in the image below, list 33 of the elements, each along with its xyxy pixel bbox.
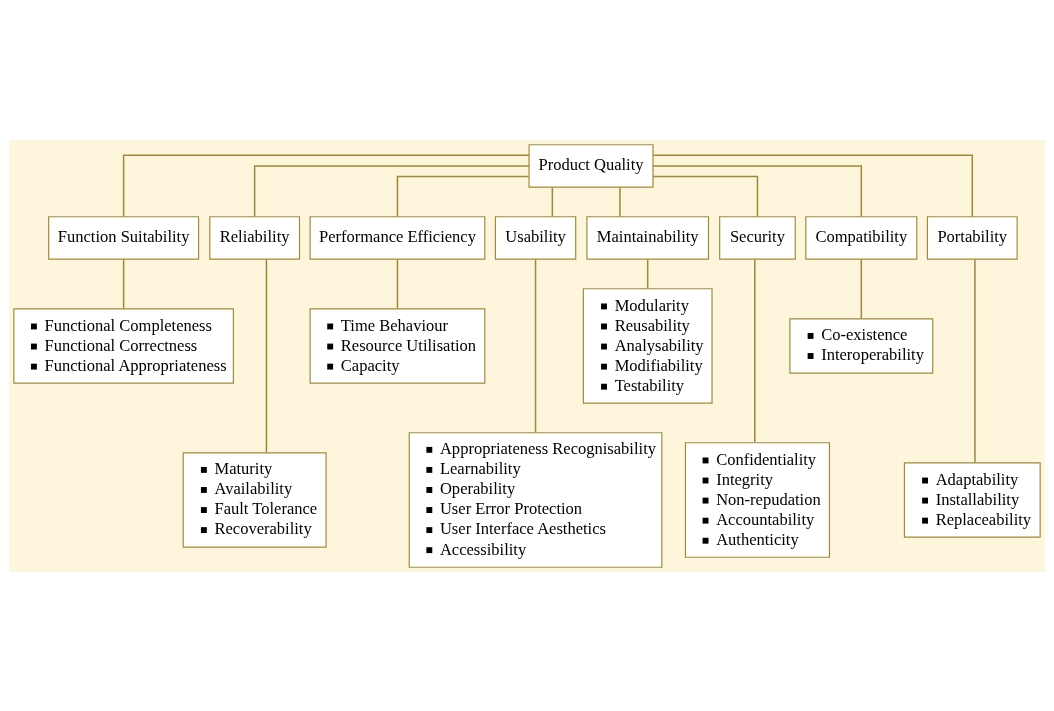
node-box: Performance Efficiency <box>309 215 486 260</box>
connector <box>652 175 759 217</box>
connector <box>396 175 530 217</box>
node-box: Appropriateness Recognisability Learnability Operability User Error Protection User Interface Aesthetics Accessibility <box>408 431 663 568</box>
node-box: Functional Completeness Functional Correctness Functional Appropriateness <box>13 307 234 384</box>
connector <box>860 258 863 319</box>
node-box: Security <box>719 215 796 260</box>
connector <box>754 258 756 443</box>
connector <box>253 164 530 217</box>
connector <box>122 154 530 217</box>
node-box: Portability <box>926 215 1018 260</box>
node-box: Co-existence Interoperability <box>789 317 934 374</box>
connector <box>646 258 649 289</box>
node-box: Confidentiality Integrity Non-repudation Accountability Authenticity <box>684 441 831 558</box>
connector <box>652 154 974 217</box>
node-box: Product Quality <box>528 143 654 188</box>
connector <box>396 258 399 309</box>
connector <box>551 186 554 217</box>
connector <box>652 164 863 217</box>
connector <box>534 258 537 433</box>
node-box: Time Behaviour Resource Utilisation Capacity <box>309 307 486 384</box>
connector <box>122 258 125 309</box>
node-box: Maturity Availability Fault Tolerance Recoverability <box>182 451 327 548</box>
node-box: Compatibility <box>805 215 918 260</box>
connector <box>265 258 268 453</box>
node-box: Function Suitability <box>48 215 200 260</box>
node-box: Usability <box>494 215 577 260</box>
node-box: Reliability <box>209 215 301 260</box>
node-box: Maintainability <box>586 215 710 260</box>
node-box: Modularity Reusability Analysability Modifiability Testability <box>582 287 713 404</box>
node-box: Adaptability Installability Replaceability <box>903 461 1041 538</box>
connector <box>619 186 621 217</box>
connector <box>974 258 976 463</box>
